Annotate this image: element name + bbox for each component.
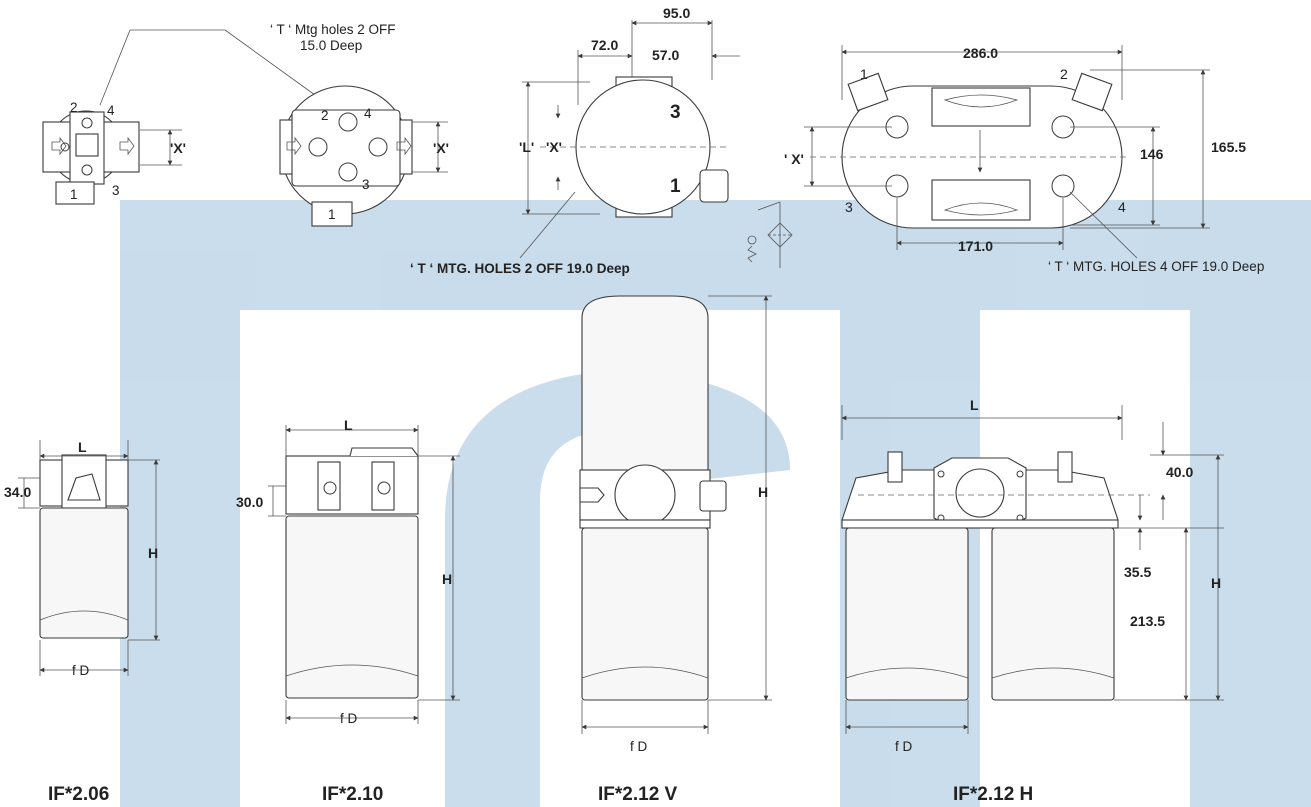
if212h-dim-286: 286.0 — [963, 45, 998, 61]
if212h-dim-146: 146 — [1140, 146, 1164, 162]
if212v-dim-95: 95.0 — [663, 5, 690, 21]
if212v-d: f D — [630, 739, 648, 754]
if212h-port-2: 2 — [1060, 66, 1068, 82]
caption-if210: IF*2.10 — [322, 784, 383, 805]
if206-port-4: 4 — [107, 103, 115, 118]
if206-port-3: 3 — [112, 183, 120, 198]
if212h-dim-171: 171.0 — [958, 238, 993, 254]
if212v-dim-57: 57.0 — [652, 47, 679, 63]
side-view-if210: L 30.0 H f D — [236, 417, 460, 726]
caption-if212h: IF*2.12 H — [953, 784, 1033, 805]
if212h-dim-165: 165.5 — [1211, 139, 1246, 155]
if212h-note: ‘ T ‘ MTG. HOLES 4 OFF 19.0 Deep — [1048, 259, 1264, 274]
if212h-h: H — [1211, 575, 1221, 591]
side-view-if212v: H f D — [579, 295, 772, 754]
if206-h: H — [148, 545, 158, 561]
top-view-if206: 'X' 1 2 3 4 — [42, 29, 225, 205]
if206-port-1: 1 — [70, 187, 78, 202]
if212h-port-1: 1 — [860, 66, 868, 82]
if210-port-1: 1 — [328, 207, 336, 222]
if212h-dim-35: 35.5 — [1124, 564, 1151, 580]
if212v-port-1: 1 — [670, 176, 681, 197]
if212h-dim-213: 213.5 — [1130, 613, 1165, 629]
caption-if212v: IF*2.12 V — [598, 784, 678, 805]
if206-x-label: 'X' — [170, 140, 186, 156]
if206-d: f D — [72, 663, 90, 678]
if210-d: f D — [340, 711, 358, 726]
if212v-dim-72: 72.0 — [591, 37, 618, 53]
if210-port-3: 3 — [362, 177, 370, 192]
if206-port-2: 2 — [70, 100, 78, 115]
if206-dim-34: 34.0 — [4, 484, 31, 500]
if212v-h: H — [758, 484, 768, 500]
if212h-l: L — [970, 397, 979, 413]
if206-l: L — [78, 439, 87, 455]
caption-if206: IF*2.06 — [48, 784, 109, 805]
if210-h: H — [442, 571, 452, 587]
side-view-if206: L 34.0 H f D — [4, 439, 160, 678]
if212h-d: f D — [895, 739, 913, 754]
side-view-if212h: L 40.0 35.5 213.5 H f D — [841, 397, 1224, 754]
if212v-note: ‘ T ‘ MTG. HOLES 2 OFF 19.0 Deep — [410, 261, 630, 276]
if210-dim-30: 30.0 — [236, 494, 263, 510]
if210-port-2: 2 — [321, 108, 329, 123]
filter-symbol — [747, 201, 793, 268]
if212v-l-label: 'L' — [519, 139, 534, 155]
if212v-x-label: 'X' — [546, 139, 562, 155]
if210-note-line2: 15.0 Deep — [300, 38, 362, 53]
top-view-if212v: 95.0 72.0 57.0 3 1 'L' 'X' ‘ T ‘ MTG. HO… — [410, 5, 740, 276]
if210-l: L — [344, 417, 353, 433]
if212v-port-3: 3 — [670, 102, 681, 123]
if210-port-4: 4 — [364, 106, 372, 121]
if210-x-label: 'X' — [433, 140, 449, 156]
top-view-if212h: 286.0 1 2 3 4 ' X' 146 165.5 171.0 — [784, 45, 1264, 274]
if210-note-line1: ‘ T ‘ Mtg holes 2 OFF — [270, 22, 396, 37]
top-view-if210: ‘ T ‘ Mtg holes 2 OFF 15.0 Deep 'X' 1 2 … — [224, 22, 449, 227]
if212h-port-3: 3 — [845, 199, 853, 215]
if212h-port-4: 4 — [1118, 199, 1126, 215]
if212h-x-label: ' X' — [784, 151, 804, 167]
if212h-dim-40: 40.0 — [1166, 464, 1193, 480]
